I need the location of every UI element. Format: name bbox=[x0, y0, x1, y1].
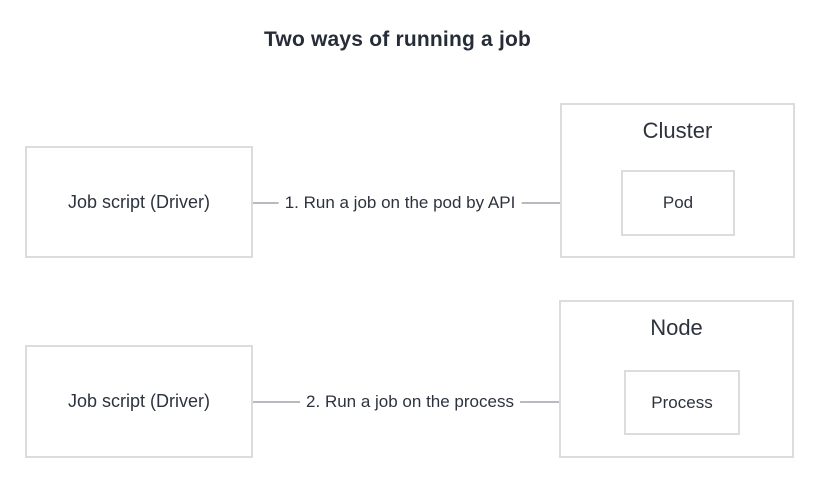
pod-box: Pod bbox=[621, 170, 735, 236]
process-box: Process bbox=[624, 370, 740, 435]
node-box: Node Process bbox=[559, 300, 794, 458]
cluster-title: Cluster bbox=[642, 118, 713, 143]
job-script-driver-label-2: Job script (Driver) bbox=[67, 391, 210, 411]
edge-label-1: 1. Run a job on the pod by API bbox=[278, 192, 522, 214]
edge-label-2: 2. Run a job on the process bbox=[300, 391, 520, 413]
job-script-driver-label-1: Job script (Driver) bbox=[67, 191, 210, 212]
job-script-driver-box-1: Job script (Driver) bbox=[25, 146, 253, 258]
diagram-title: Two ways of running a job bbox=[263, 28, 532, 51]
job-script-driver-box-2: Job script (Driver) bbox=[25, 345, 253, 458]
process-label: Process bbox=[651, 392, 713, 412]
pod-label: Pod bbox=[662, 193, 694, 212]
node-title: Node bbox=[650, 315, 703, 340]
cluster-box: Cluster Pod bbox=[560, 103, 795, 258]
